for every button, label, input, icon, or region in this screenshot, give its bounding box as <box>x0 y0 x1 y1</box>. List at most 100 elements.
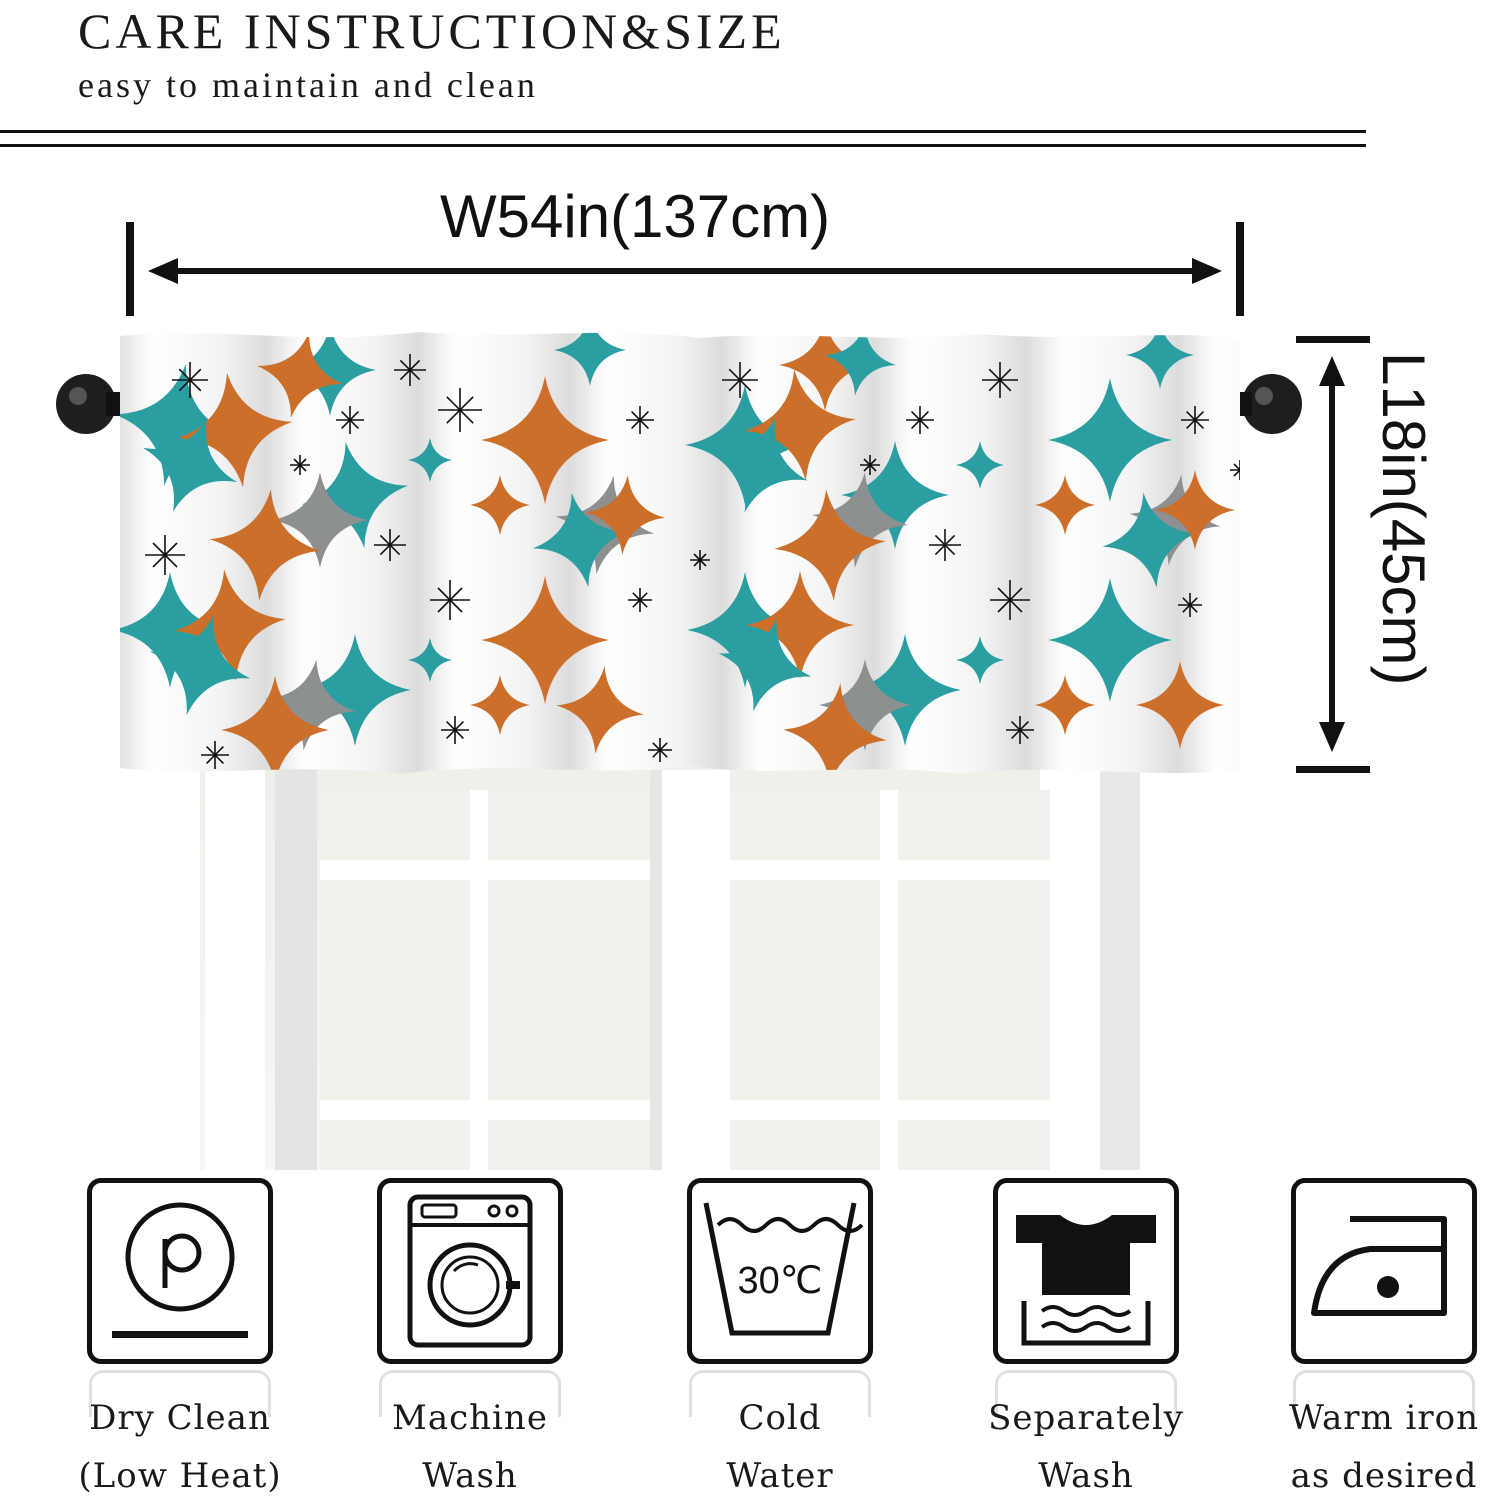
pattern-star <box>1048 378 1172 502</box>
care-item-separately-wash: Separately Wash <box>976 1178 1196 1505</box>
pattern-star <box>783 683 887 774</box>
pattern-sparkle <box>1230 460 1240 480</box>
wash-30-icon: 30℃ <box>703 1202 864 1336</box>
pattern-sparkle <box>982 362 1018 398</box>
iron-icon <box>1311 1216 1447 1316</box>
care-label-line1: Cold <box>738 1398 822 1438</box>
care-label-line1: Machine <box>392 1398 548 1438</box>
pattern-sparkle <box>690 550 710 570</box>
pattern-star <box>481 576 609 704</box>
machine-wash-symbol <box>377 1178 563 1364</box>
pattern-star <box>470 475 530 535</box>
pattern-star <box>149 614 251 716</box>
pattern-star <box>1102 492 1198 588</box>
reflection <box>689 1370 871 1417</box>
page-title: CARE INSTRUCTION&SIZE <box>78 3 786 59</box>
pattern-star <box>1035 675 1095 735</box>
pattern-sparkle <box>648 738 672 762</box>
width-label: W54in(137cm) <box>440 183 831 250</box>
pattern-star <box>779 332 871 411</box>
separate-wash-icon <box>1016 1215 1156 1346</box>
pattern-star <box>824 332 896 396</box>
care-label-line1: Dry Clean <box>89 1398 271 1438</box>
reflection <box>995 1370 1177 1417</box>
pattern-sparkle <box>906 406 934 434</box>
pattern-star <box>481 376 609 504</box>
pattern-sparkle <box>990 580 1030 620</box>
care-item-cold-water: 30℃ Cold Water <box>670 1178 890 1505</box>
pattern-star <box>956 636 1004 684</box>
pattern-star <box>272 472 368 568</box>
page-subtitle: easy to maintain and clean <box>78 65 538 105</box>
pattern-star <box>1136 661 1224 749</box>
pattern-star <box>1048 578 1172 702</box>
care-label-line2: as desired <box>1290 1456 1478 1496</box>
pattern-sparkle <box>1178 593 1202 617</box>
divider-bottom <box>0 144 1366 147</box>
care-label-line2: Wash <box>1038 1456 1134 1496</box>
pattern-star <box>585 475 665 555</box>
pattern-star <box>143 418 237 512</box>
pattern-star <box>687 572 803 688</box>
pattern-star <box>470 675 530 735</box>
dry-clean-symbol <box>87 1178 273 1364</box>
care-label-line1: Warm iron <box>1288 1398 1480 1438</box>
pattern-star <box>120 363 237 487</box>
pattern-sparkle <box>722 362 758 398</box>
care-item-warm-iron: Warm iron as desired <box>1274 1178 1494 1505</box>
pattern-sparkle <box>145 535 185 575</box>
reflection <box>1293 1370 1475 1417</box>
pattern-sparkle <box>628 588 652 612</box>
pattern-star <box>1129 474 1221 566</box>
care-label-line2: Water <box>726 1456 834 1496</box>
pattern-star <box>774 489 886 601</box>
pattern-star <box>532 492 628 588</box>
care-label-line1: Separately <box>988 1398 1184 1438</box>
pattern-star <box>1035 475 1095 535</box>
pattern-sparkle <box>441 716 469 744</box>
pattern-star <box>812 472 908 568</box>
pattern-sparkle <box>201 741 229 769</box>
pattern-star <box>299 634 411 746</box>
pattern-star <box>556 666 644 754</box>
pattern-star <box>554 332 626 386</box>
pattern-sparkle <box>860 455 880 475</box>
pattern-star <box>177 372 293 488</box>
width-dimension <box>126 222 1244 316</box>
reflection <box>379 1370 561 1417</box>
iron-symbol <box>1291 1178 1477 1364</box>
care-label-line2: Wash <box>422 1456 518 1496</box>
reflection <box>89 1370 271 1417</box>
pattern-star <box>718 618 812 712</box>
pattern-star <box>174 569 286 681</box>
pattern-star <box>209 489 321 601</box>
pattern-sparkle <box>290 455 310 475</box>
care-item-machine-wash: Machine Wash <box>360 1178 580 1505</box>
separate-wash-symbol <box>993 1178 1179 1364</box>
pattern-star <box>120 572 228 688</box>
pattern-star <box>1155 470 1235 550</box>
product-scene <box>56 222 1370 1170</box>
pattern-star <box>408 438 452 482</box>
pattern-sparkle <box>430 580 470 620</box>
pattern-star <box>1126 332 1194 389</box>
pattern-star <box>408 638 452 682</box>
pattern-star <box>284 332 376 416</box>
pattern-sparkle <box>1181 406 1209 434</box>
pattern-star <box>256 332 344 419</box>
pattern-star <box>841 441 949 549</box>
pattern-sparkle <box>626 406 654 434</box>
divider-top <box>0 130 1366 133</box>
pattern-star <box>301 441 409 549</box>
pattern-star <box>744 369 856 481</box>
wash-30-symbol: 30℃ <box>687 1178 873 1364</box>
length-dimension <box>1296 336 1370 773</box>
pattern-star <box>849 634 961 746</box>
pattern-star <box>221 676 329 774</box>
valance-curtain <box>120 332 1240 774</box>
length-label: L18in(45cm) <box>1370 352 1437 686</box>
pattern-star <box>264 659 356 751</box>
pattern-star <box>685 385 805 505</box>
pattern-sparkle <box>929 529 961 561</box>
pattern-star <box>712 417 808 513</box>
